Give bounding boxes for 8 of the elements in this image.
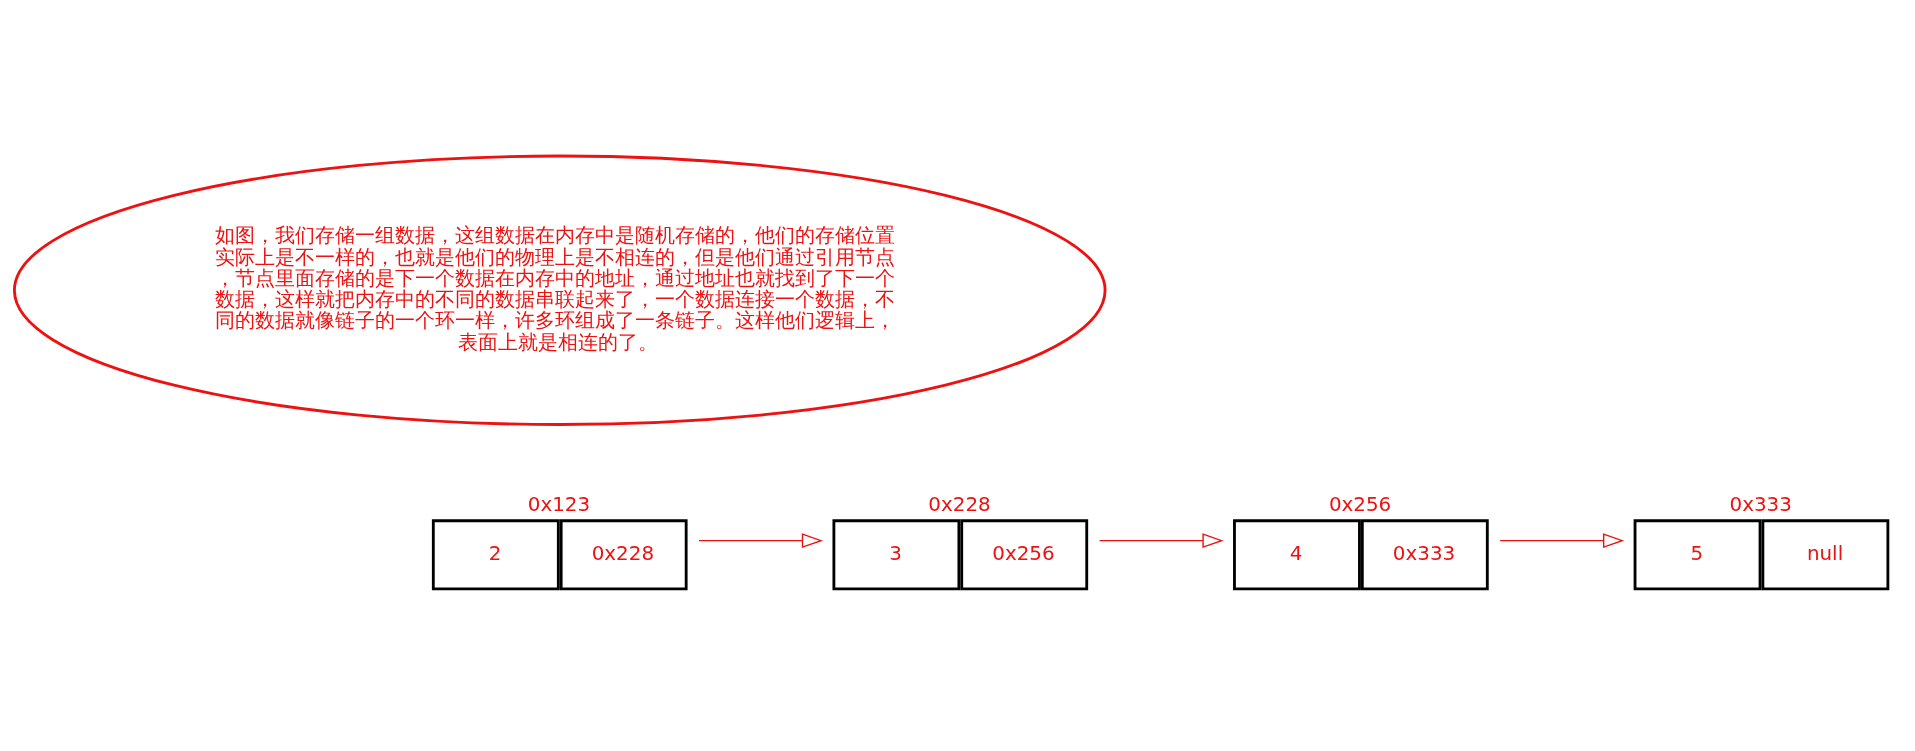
node-label: 0x228 xyxy=(928,493,991,517)
node-label: 0x123 xyxy=(527,493,591,517)
arrow xyxy=(1499,533,1625,549)
arrow xyxy=(1098,533,1224,549)
node-ellipse: 如图，我们存储一组数据，这组数据在内存中是随机存储的，他们的存储位置实际上是不一样的，也就是他们的物理上是不相连的，但是他们通过引用节点，节点里面存储的是下一个数据在内存中的地址，通过地址也就找到了下一个数据，这样就把内存中的不同的数据串联起来了，一个数据连接一个数据，不同的数据就像链子的一个环一样，许多环组成了一条链子。这样他们逻辑上，表面上就是相连的了。 xyxy=(12,154,1107,426)
arrow xyxy=(698,533,824,549)
node-label: 0x333 xyxy=(1729,493,1792,517)
node-label: 0x256 xyxy=(1328,493,1392,517)
